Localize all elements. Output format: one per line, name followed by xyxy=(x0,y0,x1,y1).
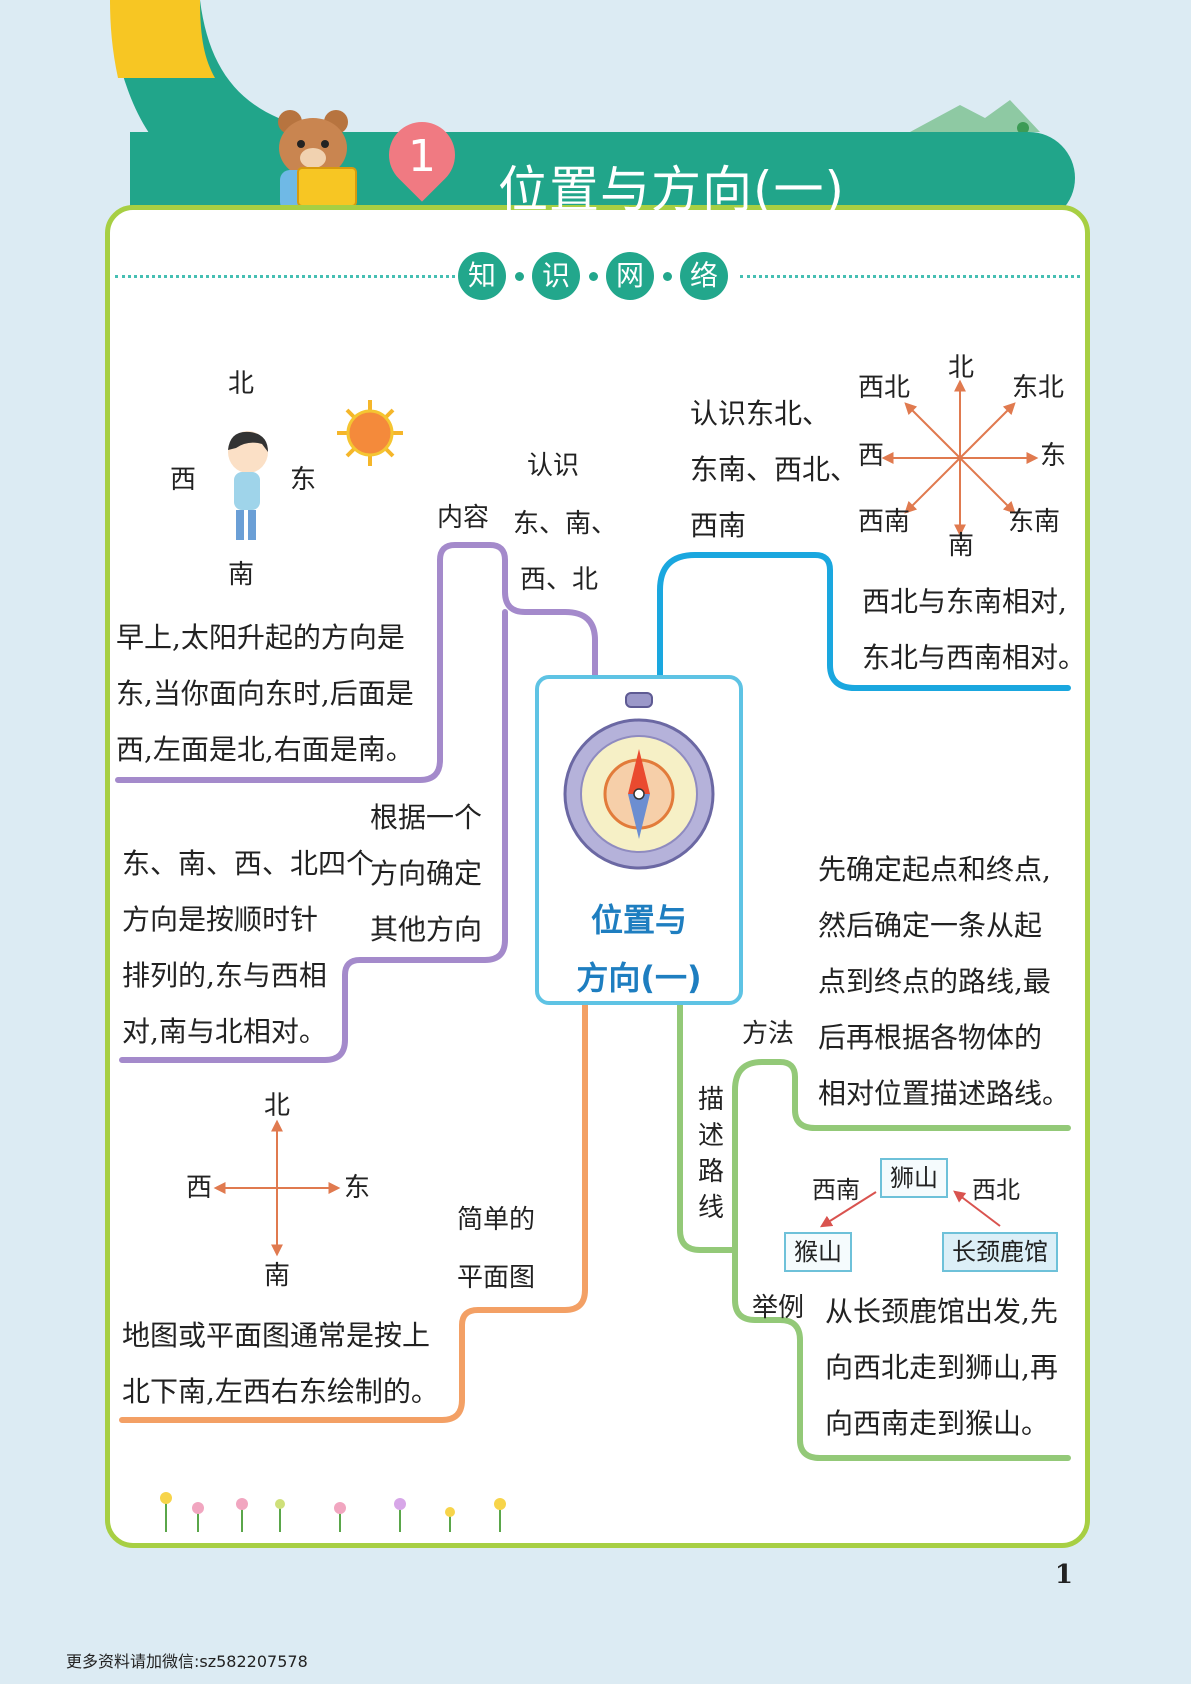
route-label-char: 线 xyxy=(698,1193,725,1223)
place-giraffe-house: 长颈鹿馆 xyxy=(942,1232,1058,1272)
route-label-char: 描 xyxy=(698,1085,725,1115)
eight-dir-southeast: 东南 xyxy=(1008,507,1061,537)
content-branch-line xyxy=(115,542,598,783)
lesson-number: 1 xyxy=(408,131,436,182)
central-topic-node: 位置与 方向(一) xyxy=(535,675,743,1005)
eight-topic-line3: 西南 xyxy=(690,509,747,542)
content-branch-label: 内容 xyxy=(437,503,490,533)
content-subtopic-line1: 根据一个 xyxy=(370,801,483,834)
section-label-char: 网 xyxy=(606,252,654,300)
central-title-line2: 方向(一) xyxy=(576,959,702,997)
page-number: 1 xyxy=(1054,1560,1073,1590)
map-dir-north: 北 xyxy=(264,1091,291,1121)
eight-dir-south: 南 xyxy=(948,531,975,561)
map-branch-line xyxy=(119,1002,588,1423)
route-label-char: 述 xyxy=(698,1121,725,1151)
section-label-char: 络 xyxy=(680,252,728,300)
section-label-dot xyxy=(663,272,672,281)
boy-figure-icon xyxy=(228,431,268,540)
dotted-rule-right xyxy=(740,275,1080,278)
eight-dir-east: 东 xyxy=(1040,441,1067,471)
content-dir-east: 东 xyxy=(290,465,317,495)
content-dir-north: 北 xyxy=(228,369,255,399)
content-topic-line3: 西、北 xyxy=(520,565,599,595)
map-detail-line2: 北下南,左西右东绘制的。 xyxy=(122,1375,439,1408)
eight-dir-west: 西 xyxy=(858,441,885,471)
content-detail1-line3: 西,左面是北,右面是南。 xyxy=(116,733,414,766)
eight-detail-line2: 东北与西南相对。 xyxy=(862,641,1087,674)
content-sub-branch-line xyxy=(119,609,508,1063)
map-detail-line1: 地图或平面图通常是按上 xyxy=(122,1319,431,1352)
content-dir-west: 西 xyxy=(170,465,197,495)
content-detail2-line3: 排列的,东与西相 xyxy=(122,959,327,992)
route-dir-northwest: 西北 xyxy=(972,1176,1020,1204)
eight-detail-line1: 西北与东南相对, xyxy=(862,585,1067,618)
route-method-line1: 先确定起点和终点, xyxy=(818,853,1051,886)
map-dir-west: 西 xyxy=(186,1173,213,1203)
section-label-char: 识 xyxy=(532,252,580,300)
route-example-line1: 从长颈鹿馆出发,先 xyxy=(825,1295,1058,1328)
content-subtopic-line2: 方向确定 xyxy=(370,857,483,890)
route-dir-southwest: 西南 xyxy=(812,1176,860,1204)
route-method-line3: 点到终点的路线,最 xyxy=(818,965,1051,998)
section-label-dot xyxy=(589,272,598,281)
route-method-label: 方法 xyxy=(742,1019,795,1049)
route-method-line2: 然后确定一条从起 xyxy=(818,909,1043,942)
footer-note: 更多资料请加微信:sz582207578 xyxy=(66,1652,308,1671)
place-monkey-hill: 猴山 xyxy=(784,1232,852,1272)
eight-dir-northwest: 西北 xyxy=(858,373,911,403)
content-detail2-line4: 对,南与北相对。 xyxy=(122,1015,327,1048)
route-method-line4: 后再根据各物体的 xyxy=(818,1021,1043,1054)
content-detail1-line2: 东,当你面向东时,后面是 xyxy=(116,677,414,710)
route-label-char: 路 xyxy=(698,1157,725,1187)
route-example-line xyxy=(732,1247,1071,1461)
eight-direction-branch-line xyxy=(657,552,1071,691)
content-dir-south: 南 xyxy=(228,560,255,590)
dotted-rule-left xyxy=(115,275,455,278)
four-direction-cross xyxy=(213,1119,341,1257)
compass-icon xyxy=(563,692,715,870)
eight-dir-northeast: 东北 xyxy=(1012,373,1065,403)
route-example-line3: 向西南走到猴山。 xyxy=(825,1407,1050,1440)
eight-direction-arrows xyxy=(881,379,1039,537)
route-example-line2: 向西北走到狮山,再 xyxy=(825,1351,1058,1384)
section-label-dot xyxy=(515,272,524,281)
route-method-line5: 相对位置描述路线。 xyxy=(818,1077,1071,1110)
section-label-char: 知 xyxy=(458,252,506,300)
content-topic-line1: 认识 xyxy=(527,451,580,481)
eight-dir-southwest: 西南 xyxy=(858,507,911,537)
map-dir-east: 东 xyxy=(344,1173,371,1203)
map-topic-line2: 平面图 xyxy=(457,1263,536,1293)
map-dir-south: 南 xyxy=(264,1261,291,1291)
content-detail1-line1: 早上,太阳升起的方向是 xyxy=(116,621,405,654)
content-detail2-line1: 东、南、西、北四个 xyxy=(122,847,375,880)
content-topic-line2: 东、南、 xyxy=(513,509,618,539)
eight-topic-line1: 认识东北、 xyxy=(690,397,831,430)
bear-reading-illustration xyxy=(278,110,357,212)
place-lion-hill: 狮山 xyxy=(880,1158,948,1198)
eight-dir-north: 北 xyxy=(948,353,975,383)
sun-icon xyxy=(337,400,403,466)
content-subtopic-line3: 其他方向 xyxy=(370,913,483,946)
map-topic-line1: 简单的 xyxy=(457,1205,536,1235)
route-example-arrows xyxy=(819,1190,1001,1228)
central-title-line1: 位置与 xyxy=(590,901,687,939)
eight-topic-line2: 东南、西北、 xyxy=(690,453,859,486)
content-detail2-line2: 方向是按顺时针 xyxy=(122,903,319,936)
page-title: 位置与方向(一) xyxy=(498,161,846,219)
route-branch-line xyxy=(677,1002,1071,1253)
flower-decoration xyxy=(160,1492,506,1532)
route-example-label: 举例 xyxy=(752,1293,805,1323)
